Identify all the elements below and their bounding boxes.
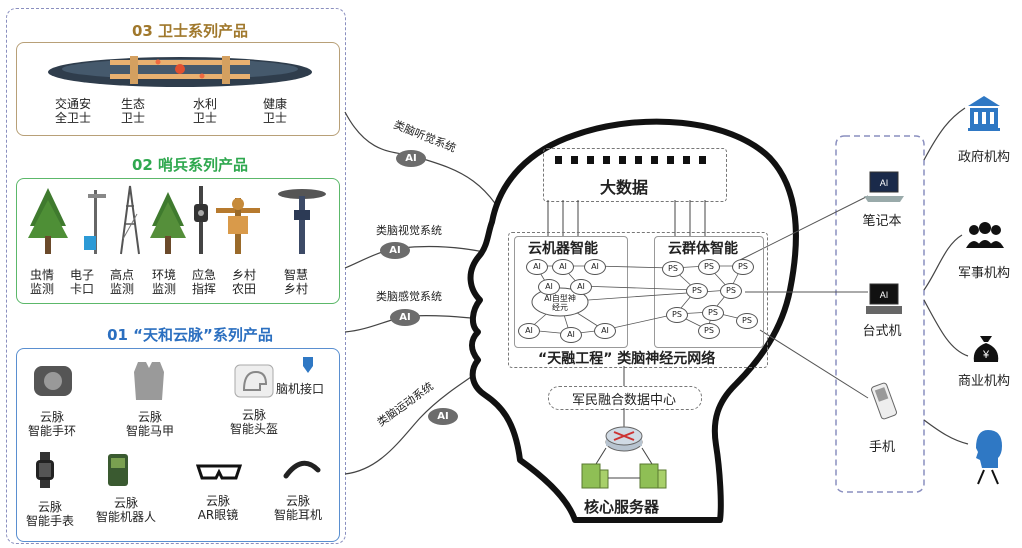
ai-node: AI (518, 323, 540, 339)
sentinel-item-label: 电子 卡口 (69, 268, 94, 296)
svg-text:AI: AI (880, 290, 889, 300)
ps-node: PS (732, 259, 754, 275)
ai-node: AI (584, 259, 606, 275)
vest-icon (134, 362, 164, 400)
cloud-swarm-label: 云群体智能 (668, 241, 738, 257)
cloud-item-label: 云脉 智能马甲 (125, 410, 174, 438)
ai-connector-badge: AI (428, 408, 458, 425)
ps-node: PS (736, 313, 758, 329)
laptop-icon: AI (864, 171, 904, 202)
helmet-icon (234, 364, 274, 398)
commercial-label: 商业机构 (957, 374, 1010, 389)
network-label: “天融工程” 类脑神经元网络 (538, 351, 716, 367)
guard-item-label: 健康 卫士 (262, 97, 287, 125)
phone-label: 手机 (868, 440, 895, 455)
bigdata-blocks (555, 156, 706, 164)
military-label: 军事机构 (957, 266, 1010, 281)
government-icon (968, 96, 1000, 131)
laptop-label: 笔记本 (862, 214, 902, 229)
bci-label: 脑机接口 (276, 382, 325, 396)
ps-node: PS (698, 323, 720, 339)
ps-node: PS (666, 307, 688, 323)
military-icon (966, 222, 1004, 248)
svg-text:AI: AI (880, 178, 889, 188)
ai-connector-badge: AI (390, 309, 420, 326)
guard-series-title: 03 卫士系列产品 (131, 22, 249, 40)
desktop-icon: AI (866, 283, 902, 314)
ps-node: PS (720, 283, 742, 299)
cloud-machine-label: 云机器智能 (528, 241, 598, 257)
bigdata-box (543, 148, 727, 202)
cloud-series-title: 01 “天和云脉”系列产品 (107, 326, 273, 344)
ps-node: PS (702, 305, 724, 321)
ps-node: PS (662, 261, 684, 277)
smart-village-pole-icon (278, 189, 326, 254)
cloud-item-label: 云脉 智能手环 (27, 410, 76, 438)
ai-connector-badge: AI (380, 242, 410, 259)
sentinel-item-label: 环境 监测 (151, 268, 176, 296)
visual-system-label: 类脑视觉系统 (376, 224, 442, 237)
guard-item-label: 交通安 全卫士 (54, 97, 91, 125)
checkpoint-camera-icon (84, 190, 106, 254)
sensory-system-label: 类脑感觉系统 (376, 290, 442, 303)
phone-icon (871, 382, 897, 420)
watch-icon (36, 452, 54, 488)
center-neuron (531, 287, 589, 317)
core-server-label: 核心服务器 (584, 498, 660, 516)
sentinel-item-label: 高点 监测 (109, 268, 134, 296)
government-label: 政府机构 (957, 150, 1010, 165)
ar-glasses-icon (196, 464, 242, 480)
cloud-item-label: 云脉 智能手表 (25, 500, 74, 528)
sentinel-item-label: 虫情 监测 (29, 268, 54, 296)
bci-icon (303, 357, 313, 373)
cloud-item-label: 云脉 智能头盔 (229, 408, 278, 436)
ai-connector-badge: AI (396, 150, 426, 167)
datacenter-label: 军民融合数据中心 (571, 393, 676, 408)
center-neuron-label: AI自型神 经元 (544, 294, 576, 312)
ai-node: AI (526, 259, 548, 275)
cloud-swarm-box (654, 236, 764, 348)
product-column-frame (6, 8, 346, 544)
ai-node: AI (552, 259, 574, 275)
sentinel-series-panel (16, 178, 340, 304)
bigdata-label: 大数据 (600, 178, 649, 197)
sentinel-item-label: 智慧 乡村 (283, 268, 308, 296)
cloud-item-label: 云脉 智能机器人 (95, 496, 156, 524)
ps-node: PS (698, 259, 720, 275)
ai-node: AI (570, 279, 592, 295)
tree-icon (150, 192, 186, 254)
sentinel-item-label: 应急 指挥 (191, 268, 216, 296)
ai-node: AI (560, 327, 582, 343)
head-outline (467, 118, 799, 523)
guard-map-illustration (48, 56, 312, 87)
scarecrow-icon (216, 198, 260, 254)
cloud-machine-box (514, 236, 628, 348)
tower-icon (120, 185, 140, 255)
earphone-icon (283, 460, 321, 479)
money-bag-icon: ¥ (973, 336, 999, 362)
cloud-item-label: 云脉 智能耳机 (273, 494, 322, 522)
guard-item-label: 水利 卫士 (192, 97, 217, 125)
person-head-icon (976, 430, 1002, 485)
device-column-frame (835, 135, 925, 493)
sentinel-series-title: 02 哨兵系列产品 (131, 156, 249, 174)
desktop-label: 台式机 (862, 324, 902, 339)
ai-node: AI (538, 279, 560, 295)
cloud-item-label: 云脉 AR眼镜 (197, 494, 239, 522)
ps-node: PS (686, 283, 708, 299)
sentinel-item-label: 乡村 农田 (231, 268, 256, 296)
robot-icon (108, 454, 128, 486)
neural-network-frame (508, 232, 768, 368)
guard-item-label: 生态 卫士 (120, 97, 145, 125)
tree-icon (28, 188, 68, 254)
datacenter-box (548, 386, 702, 410)
ai-node: AI (594, 323, 616, 339)
svg-text:¥: ¥ (982, 349, 990, 361)
emergency-pole-icon (194, 186, 208, 254)
bracelet-icon (34, 366, 72, 396)
